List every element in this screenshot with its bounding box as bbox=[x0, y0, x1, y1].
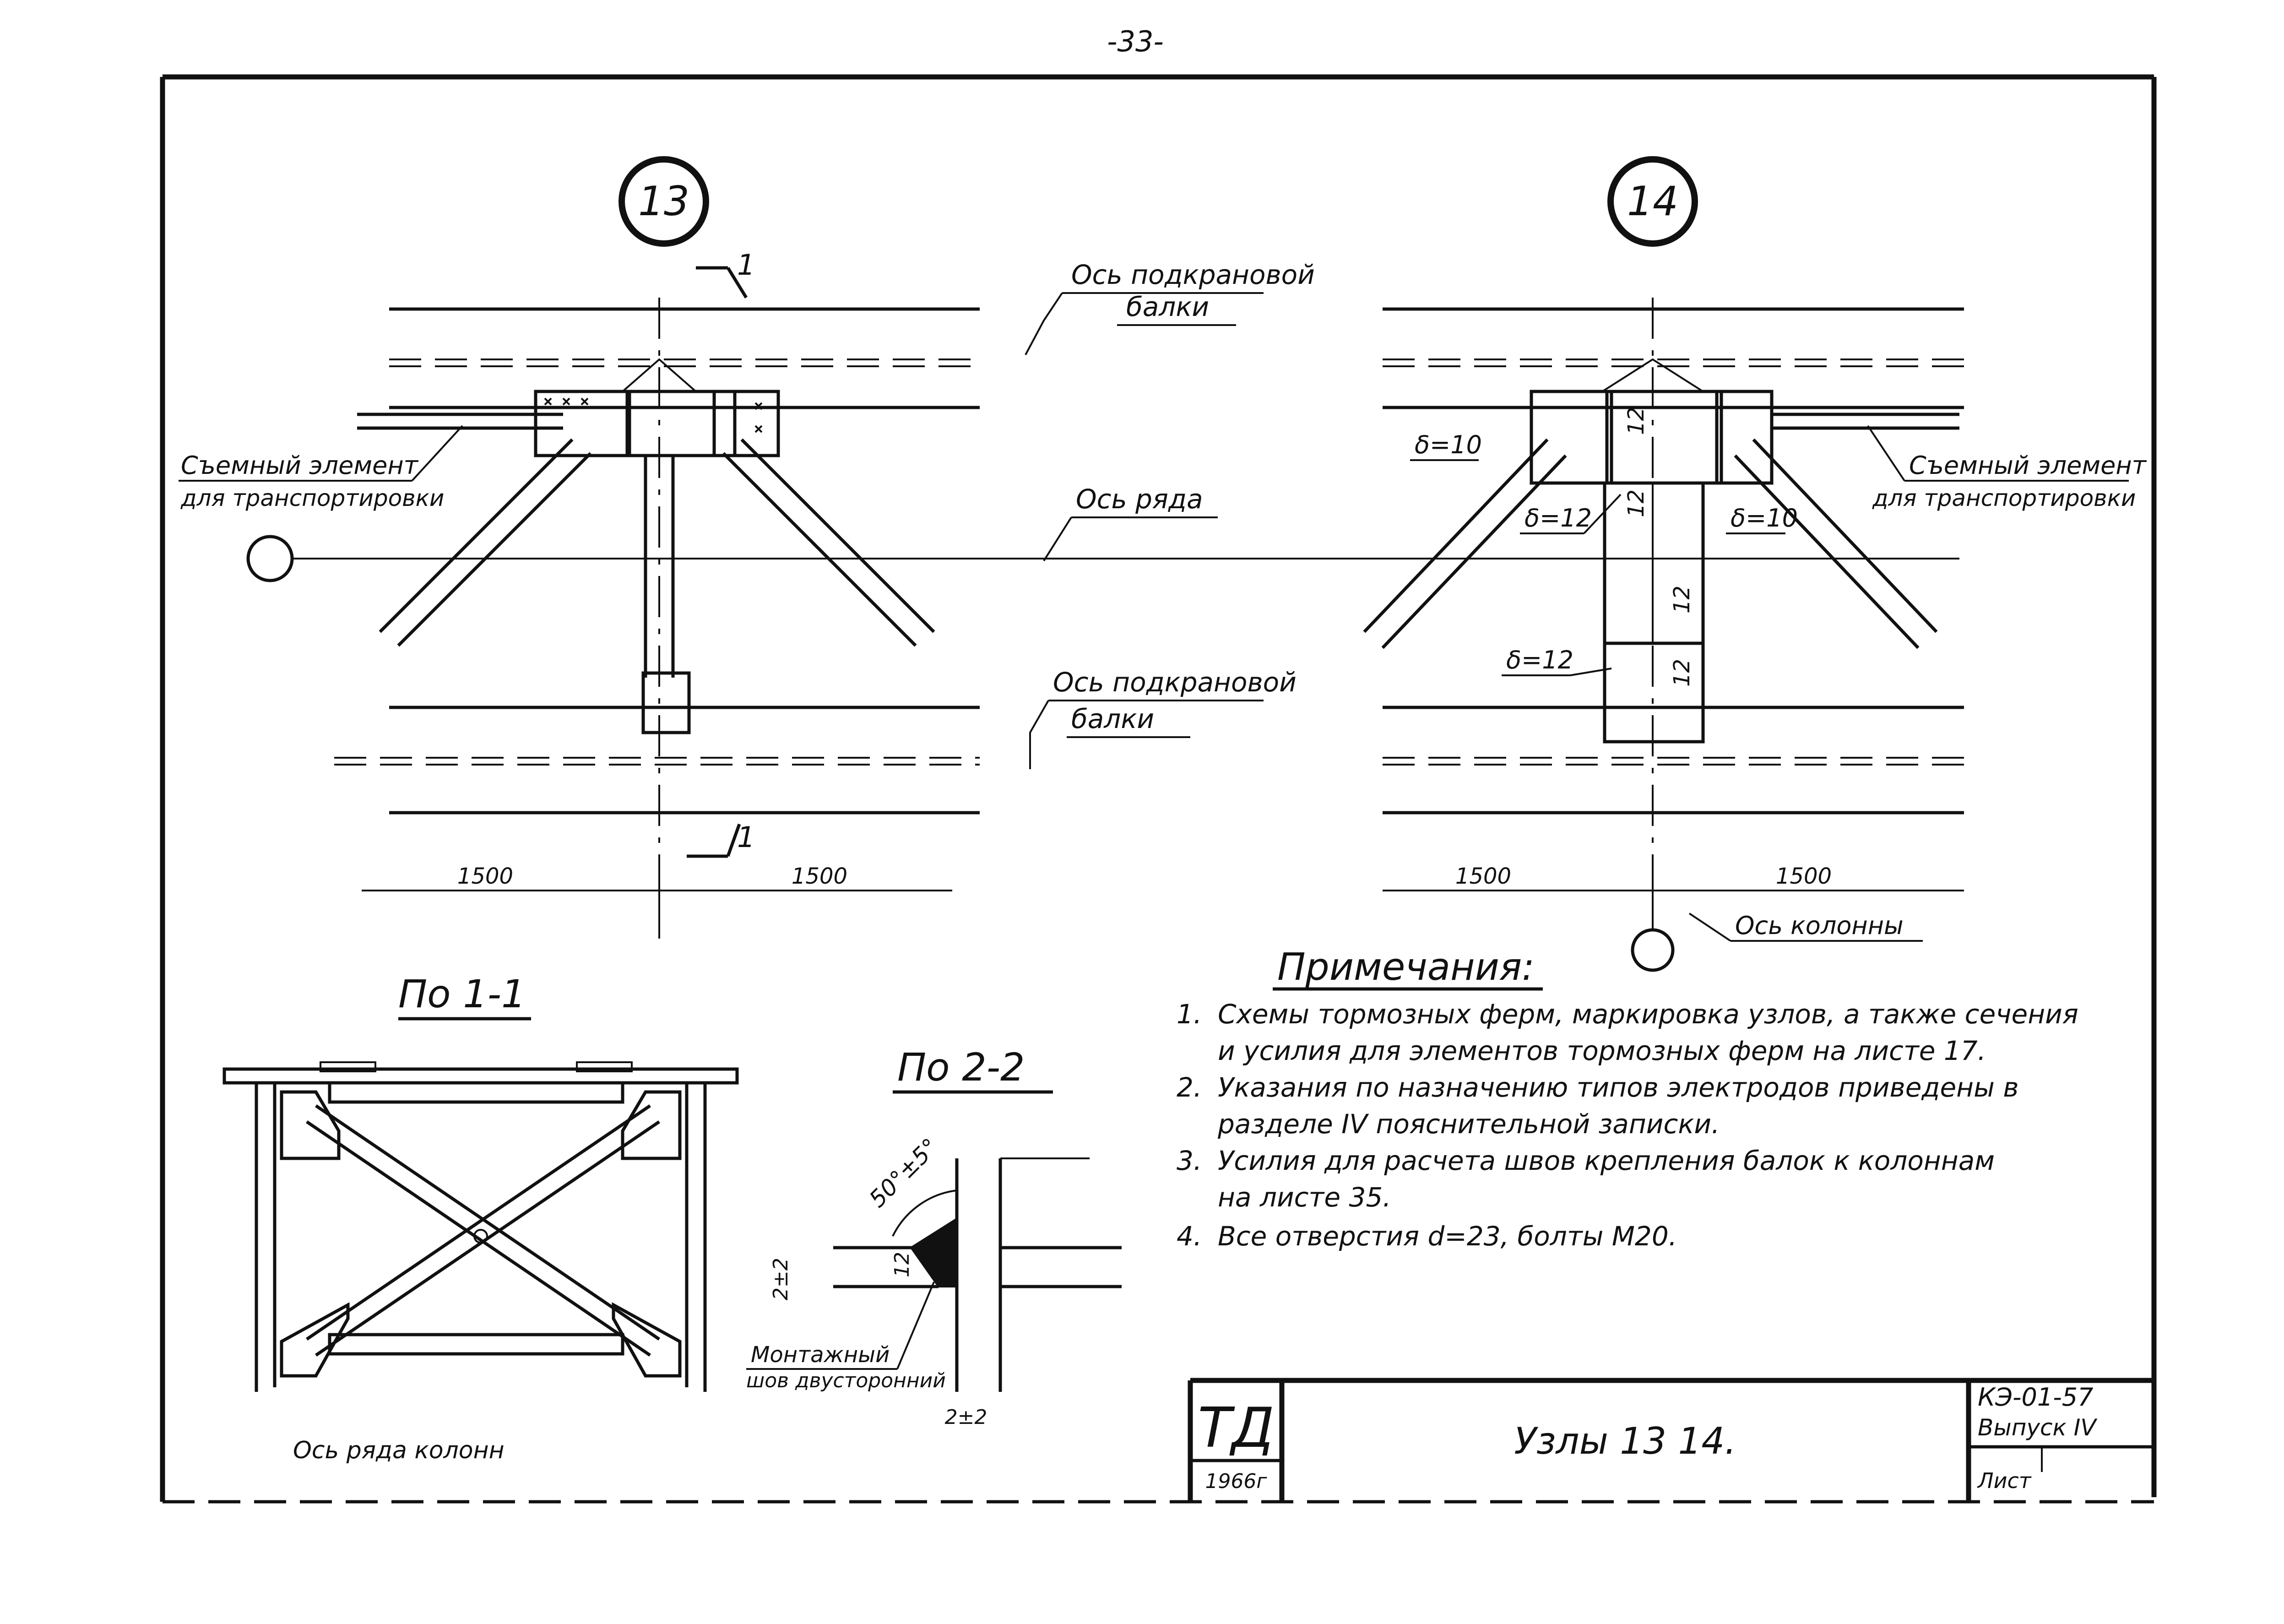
section-2-2: По 2-2 50°±5° 2±2 12 2±2 Монтажный шов д… bbox=[746, 1045, 1122, 1429]
weld-size-12-strut: 12 bbox=[1669, 586, 1695, 614]
note-1-line-1: Схемы тормозных ферм, маркировка узлов, … bbox=[1218, 999, 2078, 1030]
title-block-year: 1966г bbox=[1205, 1470, 1267, 1493]
svg-text:1: 1 bbox=[737, 248, 755, 282]
gap-bottom-label: 2±2 bbox=[945, 1406, 987, 1429]
weld-note-2: шов двусторонний bbox=[746, 1369, 946, 1392]
node-13-top-axis-label-1: Ось подкрановой bbox=[1071, 259, 1315, 290]
plate-thickness-12-lower: δ=12 bbox=[1506, 646, 1573, 674]
node-13-detail: 13 1 bbox=[179, 156, 1959, 939]
notes-block: Примечания: 1. Схемы тормозных ферм, мар… bbox=[1177, 945, 2078, 1252]
node-13-dim-right: 1500 bbox=[792, 864, 847, 889]
node-14-dim-left: 1500 bbox=[1455, 864, 1511, 889]
weld-size-12-lower: 12 bbox=[1669, 659, 1695, 687]
notes-title: Примечания: bbox=[1277, 945, 1535, 989]
bevel-angle-label: 50°±5° bbox=[864, 1133, 943, 1212]
weld-size-label: 12 bbox=[890, 1252, 914, 1277]
plate-thickness-10-left: δ=10 bbox=[1415, 430, 1482, 459]
page-number: -33- bbox=[1107, 25, 1164, 58]
note-3-line-1: Усилия для расчета швов крепления балок … bbox=[1218, 1145, 1995, 1176]
plate-thickness-10-right: δ=10 bbox=[1731, 504, 1798, 532]
title-block-sheet: Лист bbox=[1977, 1468, 2032, 1493]
note-2-num: 2. bbox=[1177, 1072, 1202, 1103]
note-1-num: 1. bbox=[1177, 999, 1202, 1030]
weld-fill bbox=[910, 1218, 955, 1287]
node-14-dim-right: 1500 bbox=[1776, 864, 1832, 889]
node-14-removable-label-2: для транспортировки bbox=[1872, 485, 2136, 511]
node-13-top-axis-label-2: балки bbox=[1126, 291, 1209, 322]
node-13-removable-label-2: для транспортировки bbox=[180, 485, 444, 511]
title-block-logo: ТД bbox=[1198, 1396, 1274, 1460]
node-13-marker bbox=[618, 156, 709, 247]
note-4-line-1: Все отверстия d=23, болты М20. bbox=[1218, 1221, 1677, 1252]
column-axis-label: Ось колонны bbox=[1735, 911, 1904, 940]
note-3-num: 3. bbox=[1177, 1145, 1202, 1176]
note-1-line-2: и усилия для элементов тормозных ферм на… bbox=[1218, 1035, 1986, 1066]
note-3-line-2: на листе 35. bbox=[1218, 1182, 1391, 1213]
node-14-detail: 14 δ=10 δ=12 δ=10 δ=12 12 12 1 bbox=[1363, 156, 2147, 972]
note-4-num: 4. bbox=[1177, 1221, 1202, 1252]
section-1-1-footnote: Ось ряда колонн bbox=[293, 1437, 505, 1464]
title-block: ТД 1966г Узлы 13 14. КЭ-01-57 Выпуск IV … bbox=[1188, 1378, 2154, 1502]
section-1-1-title: По 1-1 bbox=[398, 972, 526, 1016]
sheet-frame bbox=[160, 74, 2157, 1504]
column-axis-marker bbox=[1631, 928, 1675, 972]
title-block-code: КЭ-01-57 bbox=[1978, 1383, 2093, 1412]
gap-label: 2±2 bbox=[769, 1258, 792, 1300]
node-13-removable-label-1: Съемный элемент bbox=[181, 451, 419, 480]
node-13-bottom-axis-label-2: балки bbox=[1071, 703, 1154, 734]
node-13-dim-left: 1500 bbox=[457, 864, 513, 889]
note-2-line-2: разделе IV пояснительной записки. bbox=[1217, 1108, 1720, 1140]
weld-size-12-upper: 12 bbox=[1623, 407, 1649, 435]
node-14-removable-label-1: Съемный элемент bbox=[1909, 451, 2147, 480]
section-2-2-title: По 2-2 bbox=[897, 1045, 1025, 1090]
weld-size-12-mid: 12 bbox=[1623, 489, 1649, 517]
row-axis-marker bbox=[246, 535, 294, 582]
node-14-number: 14 bbox=[1627, 178, 1678, 225]
weld-note-1: Монтажный bbox=[751, 1342, 890, 1368]
node-13-number: 13 bbox=[638, 178, 689, 225]
note-2-line-1: Указания по назначению типов электродов … bbox=[1218, 1072, 2019, 1103]
plate-thickness-12-left: δ=12 bbox=[1524, 504, 1592, 532]
node-13-bottom-axis-label-1: Ось подкрановой bbox=[1053, 667, 1297, 698]
row-axis-label: Ось ряда bbox=[1076, 483, 1203, 515]
node-14-marker bbox=[1607, 156, 1698, 247]
section-1-1: По 1-1 Ось ряда колонн bbox=[222, 972, 739, 1464]
section-1-1-mark-bottom: 1 bbox=[687, 820, 755, 858]
title-block-issue: Выпуск IV bbox=[1978, 1414, 2098, 1441]
section-1-1-mark-top: 1 bbox=[696, 248, 755, 299]
svg-text:1: 1 bbox=[737, 820, 755, 854]
title-block-title: Узлы 13 14. bbox=[1514, 1420, 1736, 1462]
